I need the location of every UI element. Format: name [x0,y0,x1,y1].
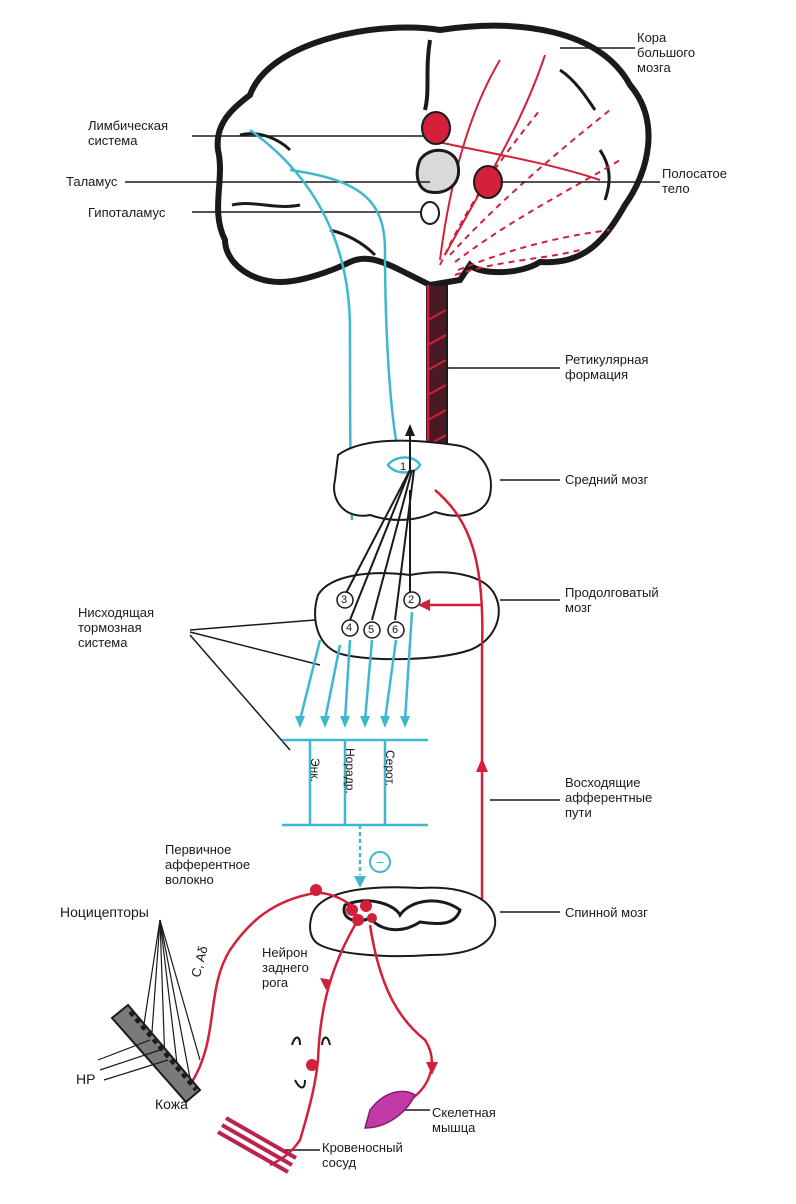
label-hp: HP [76,1072,95,1087]
blood-vessel-shape [218,1118,296,1172]
brain-sulcus-3 [232,204,300,207]
nucleus-3: 3 [341,593,347,608]
label-thalamus: Таламус [66,174,117,189]
limbic-system-shape [422,112,450,144]
thalamus-shape [417,150,458,192]
label-cortex: Кора большого мозга [637,30,695,75]
label-midbrain: Средний мозг [565,472,648,487]
label-enkephalin: Энк. [308,758,322,782]
hypothalamus-shape [421,202,439,224]
label-dorsal-horn-neuron: Нейрон заднего рога [262,945,309,990]
nucleus-4: 4 [346,621,352,636]
ascending-afferent-path [435,490,482,905]
label-descending-system: Нисходящая тормозная система [78,605,154,650]
nucleus-2: 2 [408,593,414,608]
medulla-shape [315,572,499,659]
sympathetic-ganglion [306,1059,318,1071]
label-striatum: Полосатое тело [662,166,727,196]
muscle-arrow [426,1062,438,1075]
ascending-arrow [476,758,488,772]
striatum-shape [474,166,502,198]
brain-sulcus-4 [560,70,595,110]
descending-arrowheads [295,716,410,728]
inhibition-arrow [354,876,366,888]
label-hypothalamus: Гипоталамус [88,205,165,220]
label-spinal-cord: Спинной мозг [565,905,648,920]
label-skeletal-muscle: Скелетная мышца [432,1105,496,1135]
nucleus-1: 1 [400,460,406,475]
nucleus-6: 6 [392,623,398,638]
label-blood-vessel: Кровеносный сосуд [322,1140,403,1170]
brain-sulcus-1 [425,40,430,110]
brain-sulcus-5 [600,150,609,200]
descending-hypothalamic-fibers [290,170,400,460]
label-nociceptors: Ноцицепторы [60,905,149,920]
label-ascending-pathways: Восходящие афферентные пути [565,775,652,820]
label-medulla: Продолговатый мозг [565,585,659,615]
label-serotonin: Серот. [383,750,397,786]
label-reticular-formation: Ретикулярная формация [565,352,648,382]
label-primary-afferent: Первичное афферентное волокно [165,842,250,887]
label-skin: Кожа [155,1097,188,1112]
nucleus-5: 5 [368,623,374,638]
inhibition-minus: − [376,854,384,870]
label-noradrenaline: Норадр. [343,748,357,794]
dorsal-root-ganglion [310,884,322,896]
label-limbic-system: Лимбическая система [88,118,168,148]
skin-layer [112,1005,200,1102]
